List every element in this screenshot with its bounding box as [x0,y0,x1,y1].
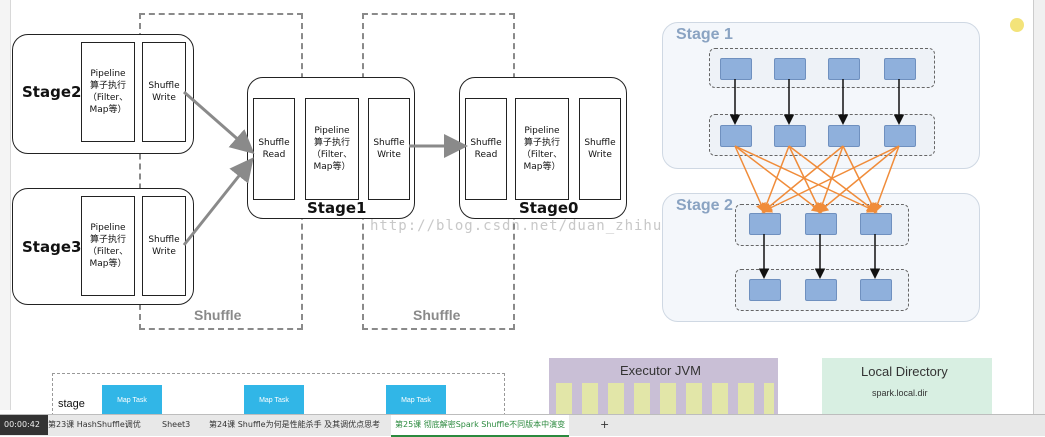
block [720,58,752,80]
arrow-stage3-to-stage1 [182,157,254,246]
shuffle-label-1: Shuffle [194,307,242,323]
block [774,58,806,80]
stage3-label: Stage3 [22,238,82,256]
sheet-tab-24[interactable]: 第24课 Shuffle为何是性能杀手 及其调优点思考 [209,420,381,429]
block [805,279,837,301]
local-directory-box [822,358,992,414]
stage1-pipeline-box: Pipeline 算子执行 （Filter、 Map等） [305,98,359,200]
stage0-pipeline-box: Pipeline 算子执行 （Filter、 Map等） [515,98,569,200]
right-arrows [729,79,905,279]
shuffle-label-2: Shuffle [413,307,461,323]
add-sheet-button[interactable]: + [600,418,610,431]
block [860,279,892,301]
time-display: 00:00:42 [0,415,48,435]
stage2-label: Stage2 [22,83,82,101]
row-gutter [0,0,11,410]
map-task-2: Map Task [244,385,304,415]
executor-jvm-label: Executor JVM [620,363,701,378]
arrow-stage2-to-stage1 [183,90,255,154]
stage2-pipeline-box: Pipeline 算子执行 （Filter、 Map等） [81,42,135,142]
stage3-pipeline-box: Pipeline 算子执行 （Filter、 Map等） [81,196,135,296]
watermark: http://blog.csdn.net/duan_zhihua [370,218,672,234]
vertical-scrollbar[interactable] [1033,0,1045,435]
map-task-1: Map Task [102,385,162,415]
block [749,279,781,301]
block [884,125,916,147]
executor-slots [556,383,774,414]
spark-local-dir-label: spark.local.dir [872,388,928,398]
stage1-panel-title: Stage 1 [676,26,733,43]
left-arrows [182,90,468,246]
sheet-tab-bar: 00:00:42 第23课 HashShuffle调优 Sheet3 第24课 … [0,414,1045,437]
local-directory-label: Local Directory [861,364,948,379]
stage0-shuffle-read: Shuffle Read [465,98,507,200]
sheet-tab-23[interactable]: 第23课 HashShuffle调优 [48,420,141,429]
stage2-shuffle-write: Shuffle Write [142,42,186,142]
sheet-tab-sheet3[interactable]: Sheet3 [162,420,191,429]
sheet-tab-25[interactable]: 第25课 彻底解密Spark Shuffle不同版本中演变 [391,415,570,437]
block [884,58,916,80]
stage1-shuffle-read: Shuffle Read [253,98,295,200]
bottom-stage-label: stage [58,398,85,410]
stage2-panel-title: Stage 2 [676,197,733,214]
stage0-shuffle-write: Shuffle Write [579,98,621,200]
map-task-3: Map Task [386,385,446,415]
stage3-shuffle-write: Shuffle Write [142,196,186,296]
cursor-indicator-icon [1010,18,1024,32]
stage0-label: Stage0 [519,199,579,217]
block [828,58,860,80]
stage1-label: Stage1 [307,199,367,217]
stage1-shuffle-write: Shuffle Write [368,98,410,200]
